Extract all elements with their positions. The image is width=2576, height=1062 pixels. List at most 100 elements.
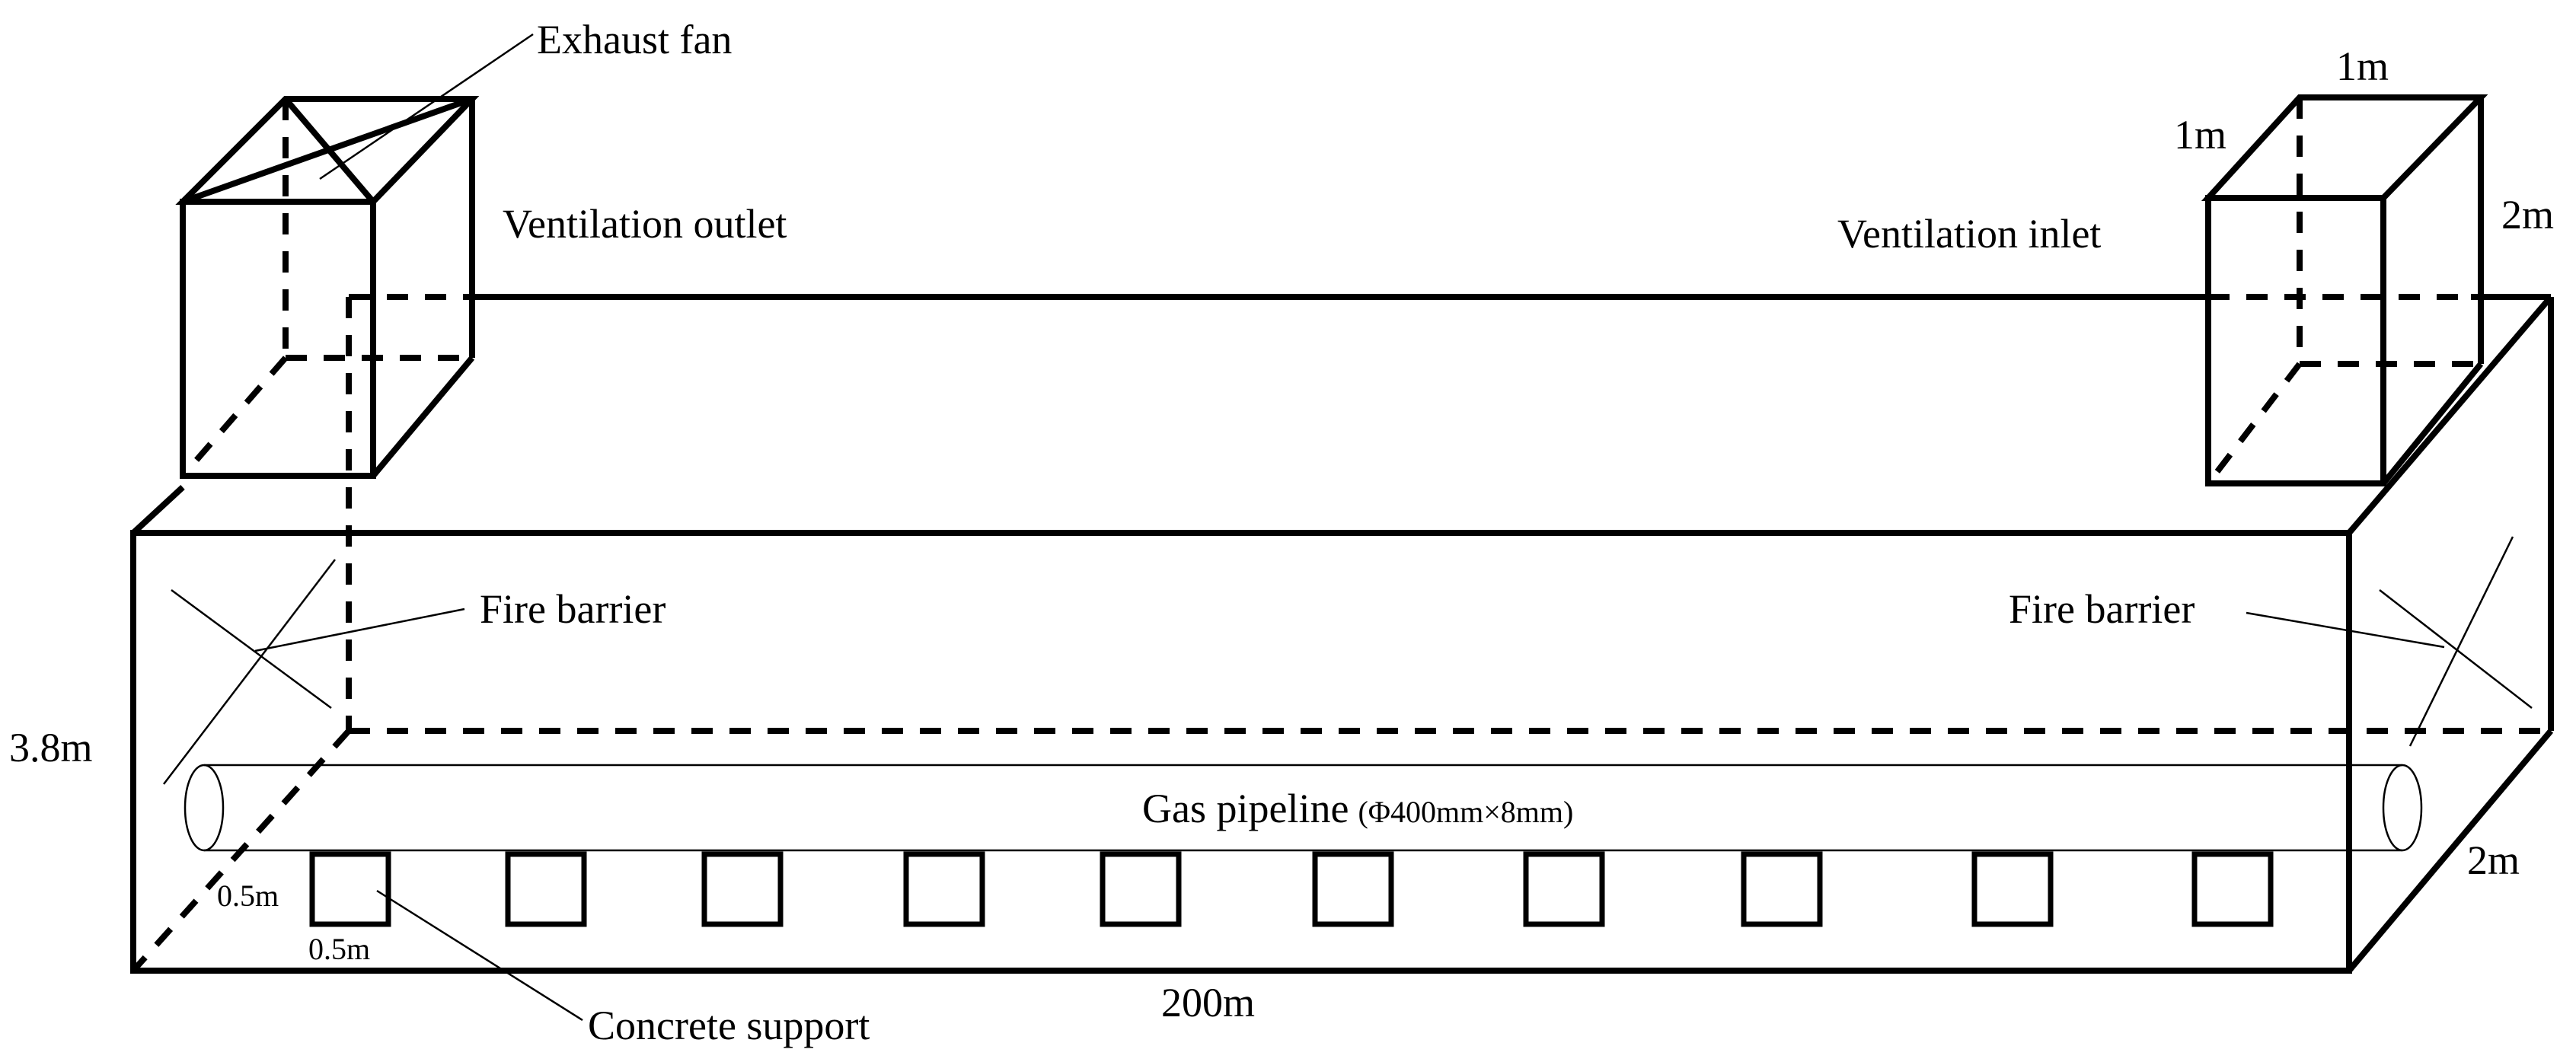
concrete-support: [1312, 851, 1516, 927]
support-hatch-line: [2105, 854, 2175, 924]
support-hatch-line: [1639, 854, 1709, 924]
support-outline: [1100, 851, 1182, 927]
fire-barrier-right: [2379, 536, 2533, 747]
support-hatch-line: [906, 854, 908, 856]
concrete-support: [1741, 851, 1945, 927]
support-hatch-line: [1838, 854, 1908, 924]
shaft-height-label: 2m: [2501, 192, 2554, 238]
fire-barrier-left-label: Fire barrier: [480, 586, 666, 632]
support-outline: [2191, 851, 2274, 927]
support-hatch-line: [2195, 854, 2196, 856]
leader-exhaust-fan: [319, 33, 534, 180]
fire-barrier-left-stroke-2: [163, 559, 336, 785]
support-hatch-line: [602, 854, 672, 924]
gas-pipeline: [184, 764, 2423, 852]
support-hatch-line: [1744, 854, 1745, 856]
outlet-front-face: [180, 199, 376, 479]
support-hatch-line: [1409, 854, 1480, 924]
fire-barrier-right-stroke-1: [2379, 589, 2533, 709]
support-hatch-line: [1234, 854, 1304, 924]
support-hatch-line: [1019, 854, 1089, 924]
concrete-support: [1971, 851, 2175, 927]
support-hatch-line: [1875, 854, 1945, 924]
support-hatch-line: [2269, 922, 2271, 924]
support-hatch-line: [1526, 854, 1527, 856]
support-hatch-line: [1446, 854, 1516, 924]
concrete-support: [309, 851, 495, 927]
pipeline-left-end: [184, 764, 225, 852]
support-hatch-line: [1601, 922, 1602, 924]
support-hatch-line: [639, 854, 709, 924]
fire-barrier-right-stroke-2: [2408, 536, 2514, 747]
shaft-width-top-label: 1m: [2336, 43, 2389, 89]
concrete-support: [2191, 851, 2396, 927]
labels: Exhaust fan Ventilation outlet Ventilati…: [9, 17, 2554, 1048]
concrete-support-label: Concrete support: [588, 1003, 870, 1048]
tunnel-box: [130, 294, 2554, 974]
gas-pipeline-spec: (Φ400mm×8mm): [1358, 795, 1573, 829]
support-hatch-line: [1974, 854, 1976, 856]
fire-barrier-left: [163, 559, 336, 785]
tunnel-top-left-edge: [131, 485, 185, 535]
support-outline: [701, 851, 784, 927]
support-hatch-line: [1103, 854, 1104, 856]
ventilation-outlet-shaft: [175, 96, 480, 479]
gas-pipeline-name: Gas pipeline: [1142, 786, 1349, 831]
support-hatch-line: [1197, 854, 1267, 924]
support-hatch-line: [779, 922, 780, 924]
support-hatch-line: [835, 854, 905, 924]
support-hatch-line: [508, 854, 509, 856]
concrete-support: [1100, 851, 1304, 927]
exhaust-fan-label: Exhaust fan: [537, 17, 732, 62]
support-height-label: 0.5m: [217, 879, 279, 913]
support-hatch-line: [2307, 854, 2377, 924]
inlet-front-face: [2205, 195, 2386, 486]
support-hatch-line: [1390, 922, 1391, 924]
ventilation-inlet-shaft: [2201, 94, 2488, 486]
support-hatch-line: [1001, 854, 1071, 924]
gas-pipeline-label: Gas pipeline (Φ400mm×8mm): [1142, 786, 1573, 831]
inlet-right-bottom-edge: [2380, 362, 2484, 486]
support-hatch-line: [817, 854, 887, 924]
support-hatch-line: [1657, 854, 1727, 924]
concrete-support: [1523, 851, 1727, 927]
support-outline: [1741, 851, 1823, 927]
fire-barrier-left-stroke-1: [171, 588, 332, 710]
support-outline: [903, 851, 985, 927]
leader-fire-barrier-right: [2246, 611, 2445, 649]
concrete-support: [505, 851, 709, 927]
inlet-hidden-diagonal: [2205, 362, 2303, 486]
ventilation-inlet-label: Ventilation inlet: [1837, 211, 2101, 257]
concrete-support: [701, 851, 905, 927]
support-hatch-line: [1856, 854, 1926, 924]
support-hatch-line: [425, 854, 495, 924]
support-hatch-line: [407, 854, 477, 924]
support-hatch-line: [2325, 854, 2396, 924]
support-outline: [1312, 851, 1394, 927]
support-outline: [309, 851, 391, 927]
leader-lines: [254, 33, 2445, 1022]
support-outline: [505, 851, 587, 927]
tunnel-top-right-edge: [2346, 295, 2554, 535]
support-hatch-line: [583, 922, 584, 924]
ventilation-outlet-label: Ventilation outlet: [503, 201, 787, 247]
support-hatch-line: [1620, 854, 1690, 924]
support-hatch-line: [2069, 854, 2139, 924]
exhaust-fan-diagonal-2: [282, 97, 376, 204]
support-hatch-line: [1428, 854, 1498, 924]
concrete-support: [903, 851, 1107, 927]
support-hatch-line: [981, 922, 982, 924]
inlet-top-face: [2201, 94, 2488, 201]
tunnel-width-label: 2m: [2467, 837, 2520, 883]
pipeline-right-end: [2382, 764, 2423, 852]
tunnel-bottom-right-edge: [2346, 729, 2554, 973]
leader-concrete-support: [376, 889, 583, 1022]
support-hatch-line: [704, 854, 706, 856]
outlet-hidden-diagonal: [180, 356, 289, 478]
support-outline: [1523, 851, 1605, 927]
outlet-right-bottom-edge: [370, 356, 475, 478]
support-hatch-line: [1037, 854, 1107, 924]
support-outline: [1971, 851, 2054, 927]
